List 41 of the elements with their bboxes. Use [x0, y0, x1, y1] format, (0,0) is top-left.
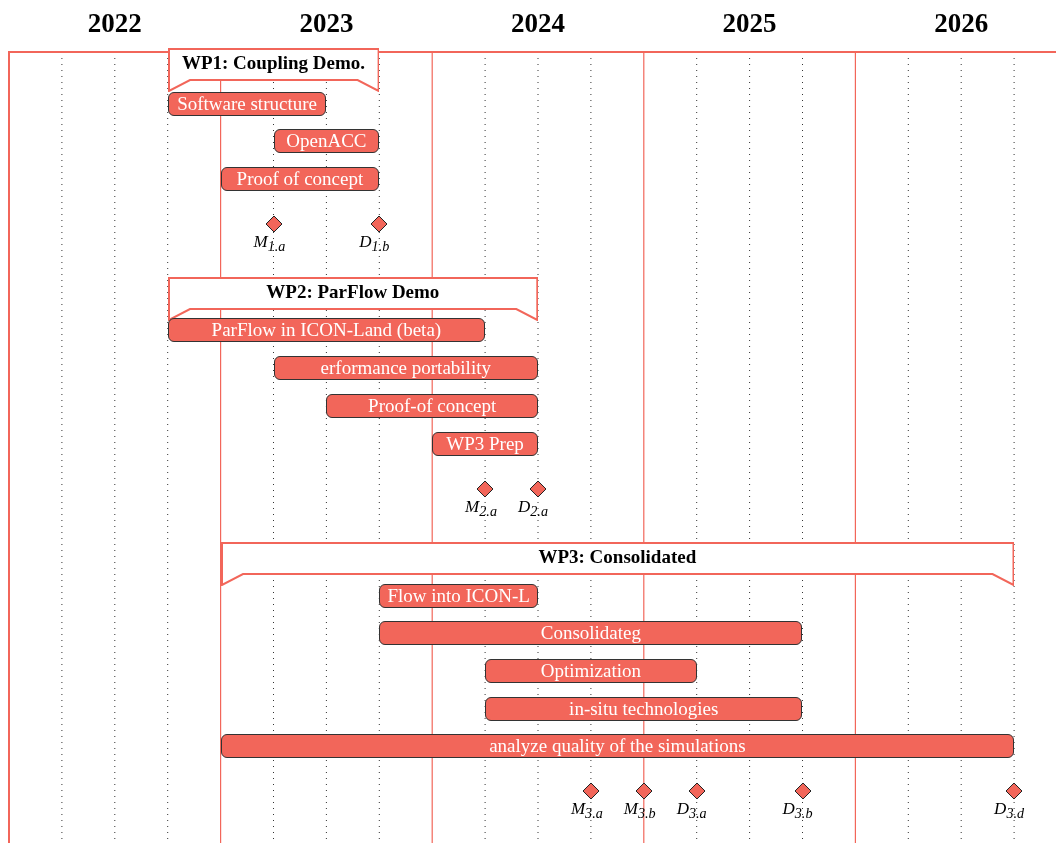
task-bar: Consolidateg: [379, 621, 803, 645]
task-bar: WP3 Prep: [432, 432, 538, 456]
milestone-diamond: [1005, 782, 1024, 800]
year-label: 2024: [510, 8, 566, 39]
task-bar: Proof-of concept: [326, 394, 538, 418]
milestone-diamond: [264, 215, 283, 233]
task-bar: OpenACC: [273, 129, 380, 153]
work-package-title: WP1: Coupling Demo.: [180, 52, 367, 74]
milestone-label: D$_{3.d}$: [994, 799, 1025, 823]
milestone-diamond: [793, 782, 812, 800]
milestone-diamond: [476, 480, 495, 498]
task-bar: erformance portability: [273, 356, 538, 380]
task-bar: Optimization: [485, 659, 697, 683]
milestone-label: D$_{1.b}$: [359, 232, 390, 256]
work-package-banner: [167, 48, 380, 92]
milestone-label: M$_{3.b}$: [623, 799, 656, 823]
year-label: 2025: [721, 8, 778, 39]
task-bar: Proof of concept: [220, 167, 380, 191]
work-package-banner: [167, 277, 538, 321]
milestone-label: M$_{2.a}$: [465, 497, 497, 521]
year-label: 2023: [298, 8, 355, 39]
milestone-diamond: [634, 782, 653, 800]
task-bar: in-situ technologies: [485, 697, 803, 721]
milestone-label: D$_{2.a}$: [518, 497, 548, 521]
milestone-diamond: [370, 215, 389, 233]
milestone-label: D$_{3.a}$: [676, 799, 707, 823]
milestone-diamond: [581, 782, 600, 800]
work-package-title: WP3: Consolidated: [537, 546, 698, 568]
year-label: 2022: [86, 8, 143, 39]
year-label: 2026: [933, 8, 990, 39]
task-bar: ParFlow in ICON-Land (beta): [167, 318, 486, 342]
milestone-label: D$_{3.b}$: [782, 799, 813, 823]
work-package-banner: [220, 542, 1015, 586]
milestone-label: M$_{3.a}$: [570, 799, 603, 823]
milestone-diamond: [687, 782, 706, 800]
work-package-title: WP2: ParFlow Demo: [265, 281, 441, 303]
task-bar: Software structure: [167, 92, 327, 116]
milestone-label: M$_{1.a}$: [253, 232, 286, 256]
task-bar: Flow into ICON-L: [379, 584, 538, 608]
task-bar: analyze quality of the simulations: [220, 734, 1015, 758]
milestone-diamond: [529, 480, 547, 498]
